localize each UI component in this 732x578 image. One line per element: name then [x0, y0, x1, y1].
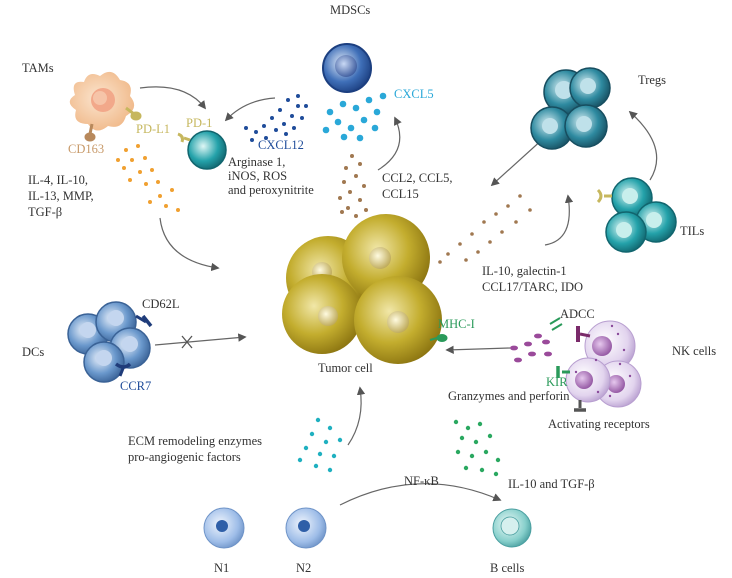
label-ccr7: CCR7	[120, 379, 151, 393]
tils-cluster	[596, 177, 677, 253]
tam-cell	[69, 71, 142, 142]
label-cd62l: CD62L	[142, 297, 180, 311]
label-nfkb: NF-κB	[404, 474, 439, 488]
arrow-tam-to-tumor	[159, 217, 220, 272]
label-cd163: CD163	[68, 142, 104, 156]
label-tams: TAMs	[22, 61, 54, 75]
label-il-tumor-line2: CCL17/TARC, IDO	[482, 280, 583, 294]
pd1-t-cell	[177, 130, 227, 170]
label-mhc-i: MHC-I	[438, 317, 475, 331]
label-cxcl12: CXCL12	[258, 138, 304, 152]
label-arginase-line2: iNOS, ROS	[228, 169, 287, 183]
b-cell	[492, 508, 532, 548]
label-granzymes: Granzymes and perforin	[448, 389, 570, 403]
label-tregs: Tregs	[638, 73, 666, 87]
label-activating: Activating receptors	[548, 417, 650, 431]
ccl-dots	[338, 154, 368, 218]
label-il-tam-line1: IL-4, IL-10,	[28, 173, 88, 187]
label-ecm-line2: pro-angiogenic factors	[128, 450, 241, 464]
label-arginase-line3: and peroxynitrite	[228, 183, 314, 197]
cxcl5-dots	[322, 92, 387, 142]
label-il-tam-line3: TGF-β	[28, 205, 62, 219]
label-kir: KIR	[546, 375, 568, 389]
label-pd-l1: PD-L1	[136, 122, 170, 136]
arrow-tils-to-tregs	[628, 110, 658, 181]
neutrophil-n2	[285, 507, 327, 549]
ecm-dots	[297, 417, 343, 473]
ccr7-receptor	[114, 362, 132, 377]
label-cxcl5: CXCL5	[394, 87, 434, 101]
mdsc-cell	[322, 43, 372, 93]
nk-cells	[549, 317, 642, 412]
granzyme-dots	[510, 333, 552, 363]
neutrophil-n1	[203, 507, 245, 549]
label-ccl-line1: CCL2, CCL5,	[382, 171, 453, 185]
arrow-ecm-to-tumor	[347, 386, 366, 446]
tam-dots	[116, 144, 180, 212]
pd-l1-receptor	[125, 106, 142, 121]
adcc-receptor	[576, 326, 591, 342]
label-il-tam-line2: IL-13, MMP,	[28, 189, 94, 203]
label-mdscs: MDSCs	[330, 3, 370, 17]
tumor-cell-cluster	[282, 214, 448, 364]
label-nk-cells: NK cells	[672, 344, 716, 358]
label-n1: N1	[214, 561, 229, 575]
label-tils: TILs	[680, 224, 704, 238]
cd62l-receptor	[135, 314, 153, 328]
arrow-il-to-tils	[544, 194, 574, 246]
il10-dots	[438, 194, 532, 264]
label-adcc: ADCC	[560, 307, 595, 321]
arrow-cxcl12-to-pd1	[224, 97, 276, 122]
mhc-i-receptor	[429, 334, 448, 342]
label-tumor-cell: Tumor cell	[318, 361, 373, 375]
arrow-dc-to-tumor	[154, 333, 247, 346]
activating-receptor	[574, 400, 586, 412]
kir-receptor	[556, 366, 570, 378]
arrow-ccl-to-cxcl5	[377, 116, 402, 171]
arrow-tam-to-pd1	[139, 86, 207, 110]
label-b-cells: B cells	[490, 561, 525, 575]
label-pd-1: PD-1	[186, 116, 212, 130]
label-il-tgf: IL-10 and TGF-β	[508, 477, 595, 491]
label-arginase-line1: Arginase 1,	[228, 155, 285, 169]
dc-cluster	[67, 301, 153, 383]
il-tgf-dots	[453, 419, 501, 477]
cd163-receptor	[84, 123, 96, 142]
label-dcs: DCs	[22, 345, 44, 359]
tregs-cluster	[530, 67, 611, 150]
label-ccl-line2: CCL15	[382, 187, 419, 201]
label-ecm-line1: ECM remodeling enzymes	[128, 434, 262, 448]
label-il-tumor-line1: IL-10, galectin-1	[482, 264, 567, 278]
cxcl12-dots	[244, 94, 308, 142]
arrow-n2-to-bcell	[339, 483, 502, 506]
labels: MDSCs TAMs Tregs TILs DCs NK cells B cel…	[22, 3, 716, 575]
blocked-mark	[181, 335, 193, 349]
label-n2: N2	[296, 561, 311, 575]
arrow-nk-to-tumor	[445, 345, 511, 354]
